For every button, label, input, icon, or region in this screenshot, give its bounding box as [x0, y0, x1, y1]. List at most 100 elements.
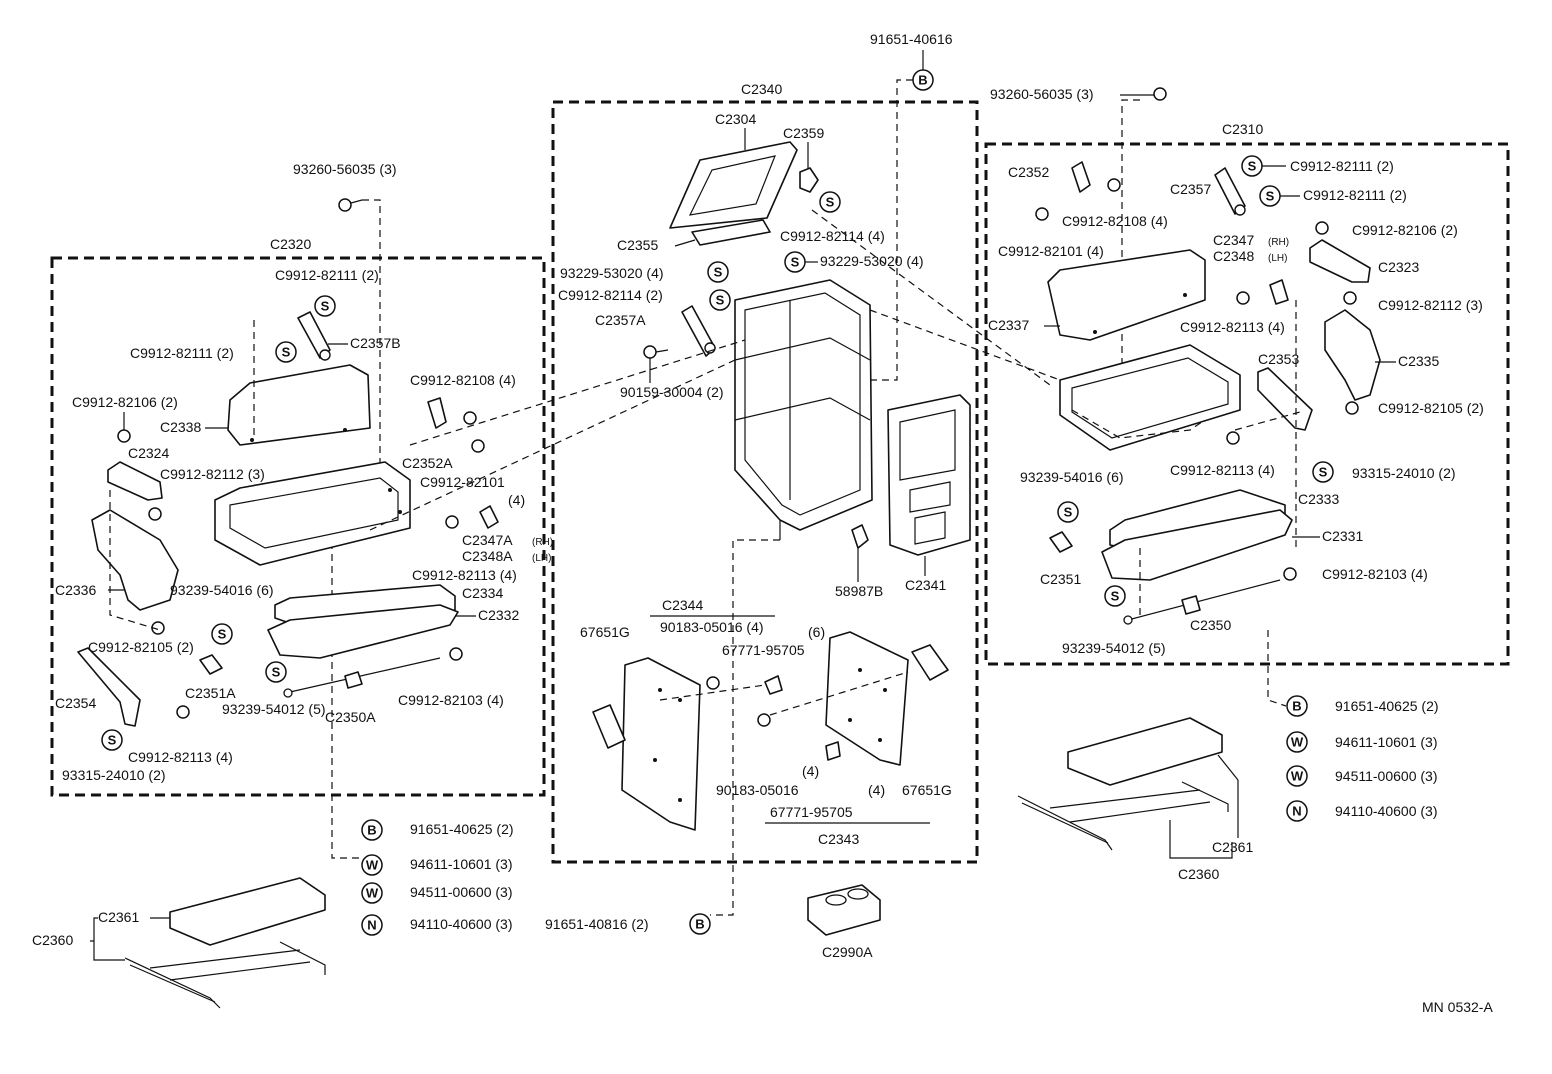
label-r-82111-a: C9912-82111 (2): [1290, 158, 1394, 174]
s-symbol-82114-top: S: [819, 191, 841, 213]
w-symbol-right-1: W: [1286, 731, 1308, 753]
group-label-c2344: C2344: [662, 597, 703, 613]
screw-r-82106: [1315, 221, 1329, 235]
label-rh-r: (RH): [1268, 237, 1289, 248]
lid-c2337: [1047, 249, 1206, 341]
label-95705-top: 67771-95705: [722, 642, 805, 658]
label-c2335: C2335: [1398, 353, 1439, 369]
s-symbol-l-82111-a: S: [314, 295, 336, 317]
label-c2347a: C2347A: [462, 532, 513, 548]
label-c2360-left: C2360: [32, 932, 73, 948]
s-symbol-53020-right: S: [784, 251, 806, 273]
label-82114-top: C9912-82114 (4): [780, 228, 885, 244]
label-l-82111-a: C9912-82111 (2): [275, 267, 379, 283]
hinge-c2357b: [297, 311, 331, 361]
label-l-82101-qty: (4): [508, 492, 525, 508]
label-rw-10601: 94611-10601 (3): [1335, 734, 1437, 750]
screw-l-82106: [117, 429, 131, 443]
label-ln-40600: 94110-40600 (3): [410, 916, 512, 932]
label-lb-40625: 91651-40625 (2): [410, 821, 514, 837]
cable-c2350: [1123, 579, 1281, 625]
label-r-54016: 93239-54016 (6): [1020, 469, 1124, 485]
n-symbol-left: N: [361, 914, 383, 936]
pad-c2331: [1101, 509, 1293, 581]
label-l-54016: 93239-54016 (6): [170, 582, 274, 598]
label-05016-bot: 90183-05016: [716, 782, 799, 798]
label-c2350a: C2350A: [325, 709, 376, 725]
label-lw-00600: 94511-00600 (3): [410, 884, 512, 900]
clip-c2347: [1269, 279, 1289, 305]
svg-text:S: S: [218, 627, 227, 642]
label-95705-bot: 67771-95705: [770, 804, 853, 820]
s-symbol-l-54012: S: [265, 661, 287, 683]
panel-right: [825, 631, 909, 766]
b-symbol-top: B: [912, 69, 934, 91]
label-l-82106: C9912-82106 (2): [72, 394, 178, 410]
screw-l-82108: [463, 411, 477, 425]
svg-text:W: W: [1291, 735, 1304, 750]
latch-c2352: [1071, 161, 1091, 193]
hinge-c2353: [1257, 367, 1313, 431]
svg-text:S: S: [826, 195, 835, 210]
svg-text:B: B: [1292, 699, 1301, 714]
bracket-c2323: [1309, 239, 1371, 283]
label-r-82103: C9912-82103 (4): [1322, 566, 1428, 582]
label-c2324: C2324: [128, 445, 169, 461]
svg-text:S: S: [108, 733, 117, 748]
clip-95705-top: [764, 675, 783, 695]
label-c2357: C2357: [1170, 181, 1211, 197]
label-53020-right: 93229-53020 (4): [820, 253, 924, 269]
label-l-54012: 93239-54012 (5): [222, 701, 326, 717]
s-symbol-r-82111-b: S: [1259, 185, 1281, 207]
label-05016-top: 90183-05016 (4): [660, 619, 764, 635]
label-r-82101: C9912-82101 (4): [998, 243, 1104, 259]
s-symbol-l-54016: S: [211, 623, 233, 645]
n-symbol-right: N: [1286, 800, 1308, 822]
clip-c2347a: [479, 505, 499, 529]
hinge-c2357a: [681, 305, 716, 357]
label-r-82106: C9912-82106 (2): [1352, 222, 1458, 238]
screw-r-82113-b: [1226, 431, 1240, 445]
label-left-top-screw: 93260-56035 (3): [293, 161, 397, 177]
s-symbol-l-24010: S: [101, 729, 123, 751]
trim-c2336: [91, 509, 179, 611]
screw-left-top: [338, 198, 363, 212]
screw-r-82101: [1035, 207, 1049, 221]
clip-58987b: [851, 524, 869, 549]
plate-c2361-left: [169, 877, 326, 946]
svg-text:S: S: [716, 293, 725, 308]
cable-c2350a: [283, 657, 441, 698]
label-l-82105: C9912-82105 (2): [88, 639, 194, 655]
pad-c2332: [267, 604, 459, 659]
console-body: [734, 279, 873, 531]
svg-text:W: W: [1291, 769, 1304, 784]
clip-c2359: [799, 167, 819, 193]
b-symbol-left-legend: B: [361, 819, 383, 841]
label-top-right-screw: 93260-56035 (3): [990, 86, 1094, 102]
svg-text:B: B: [918, 73, 927, 88]
label-qty4-a: (4): [802, 763, 819, 779]
label-c2361-left: C2361: [98, 909, 139, 925]
label-c2351: C2351: [1040, 571, 1081, 587]
svg-text:S: S: [1111, 589, 1120, 604]
label-l-82112: C9912-82112 (3): [160, 466, 265, 482]
label-c2341: C2341: [905, 577, 946, 593]
screw-r-82112: [1343, 291, 1357, 305]
label-c2357b: C2357B: [350, 335, 401, 351]
label-c2353: C2353: [1258, 351, 1299, 367]
screw-c2347: [1236, 291, 1250, 305]
frame-c2304: [669, 141, 798, 246]
svg-text:W: W: [366, 858, 379, 873]
svg-text:B: B: [367, 823, 376, 838]
label-30004: 90159-30004 (2): [620, 384, 724, 400]
bracket-c2324: [107, 461, 163, 501]
screw-l-82101: [471, 439, 485, 453]
label-c2348: C2348: [1213, 248, 1254, 264]
w-symbol-right-2: W: [1286, 765, 1308, 787]
label-53020-left: 93229-53020 (4): [560, 265, 664, 281]
group-label-left: C2320: [270, 236, 311, 252]
label-l-82108: C9912-82108 (4): [410, 372, 516, 388]
b-symbol-40816: B: [689, 913, 711, 935]
label-rh-a: (RH): [532, 537, 553, 548]
bracket-c2351: [1049, 531, 1073, 553]
